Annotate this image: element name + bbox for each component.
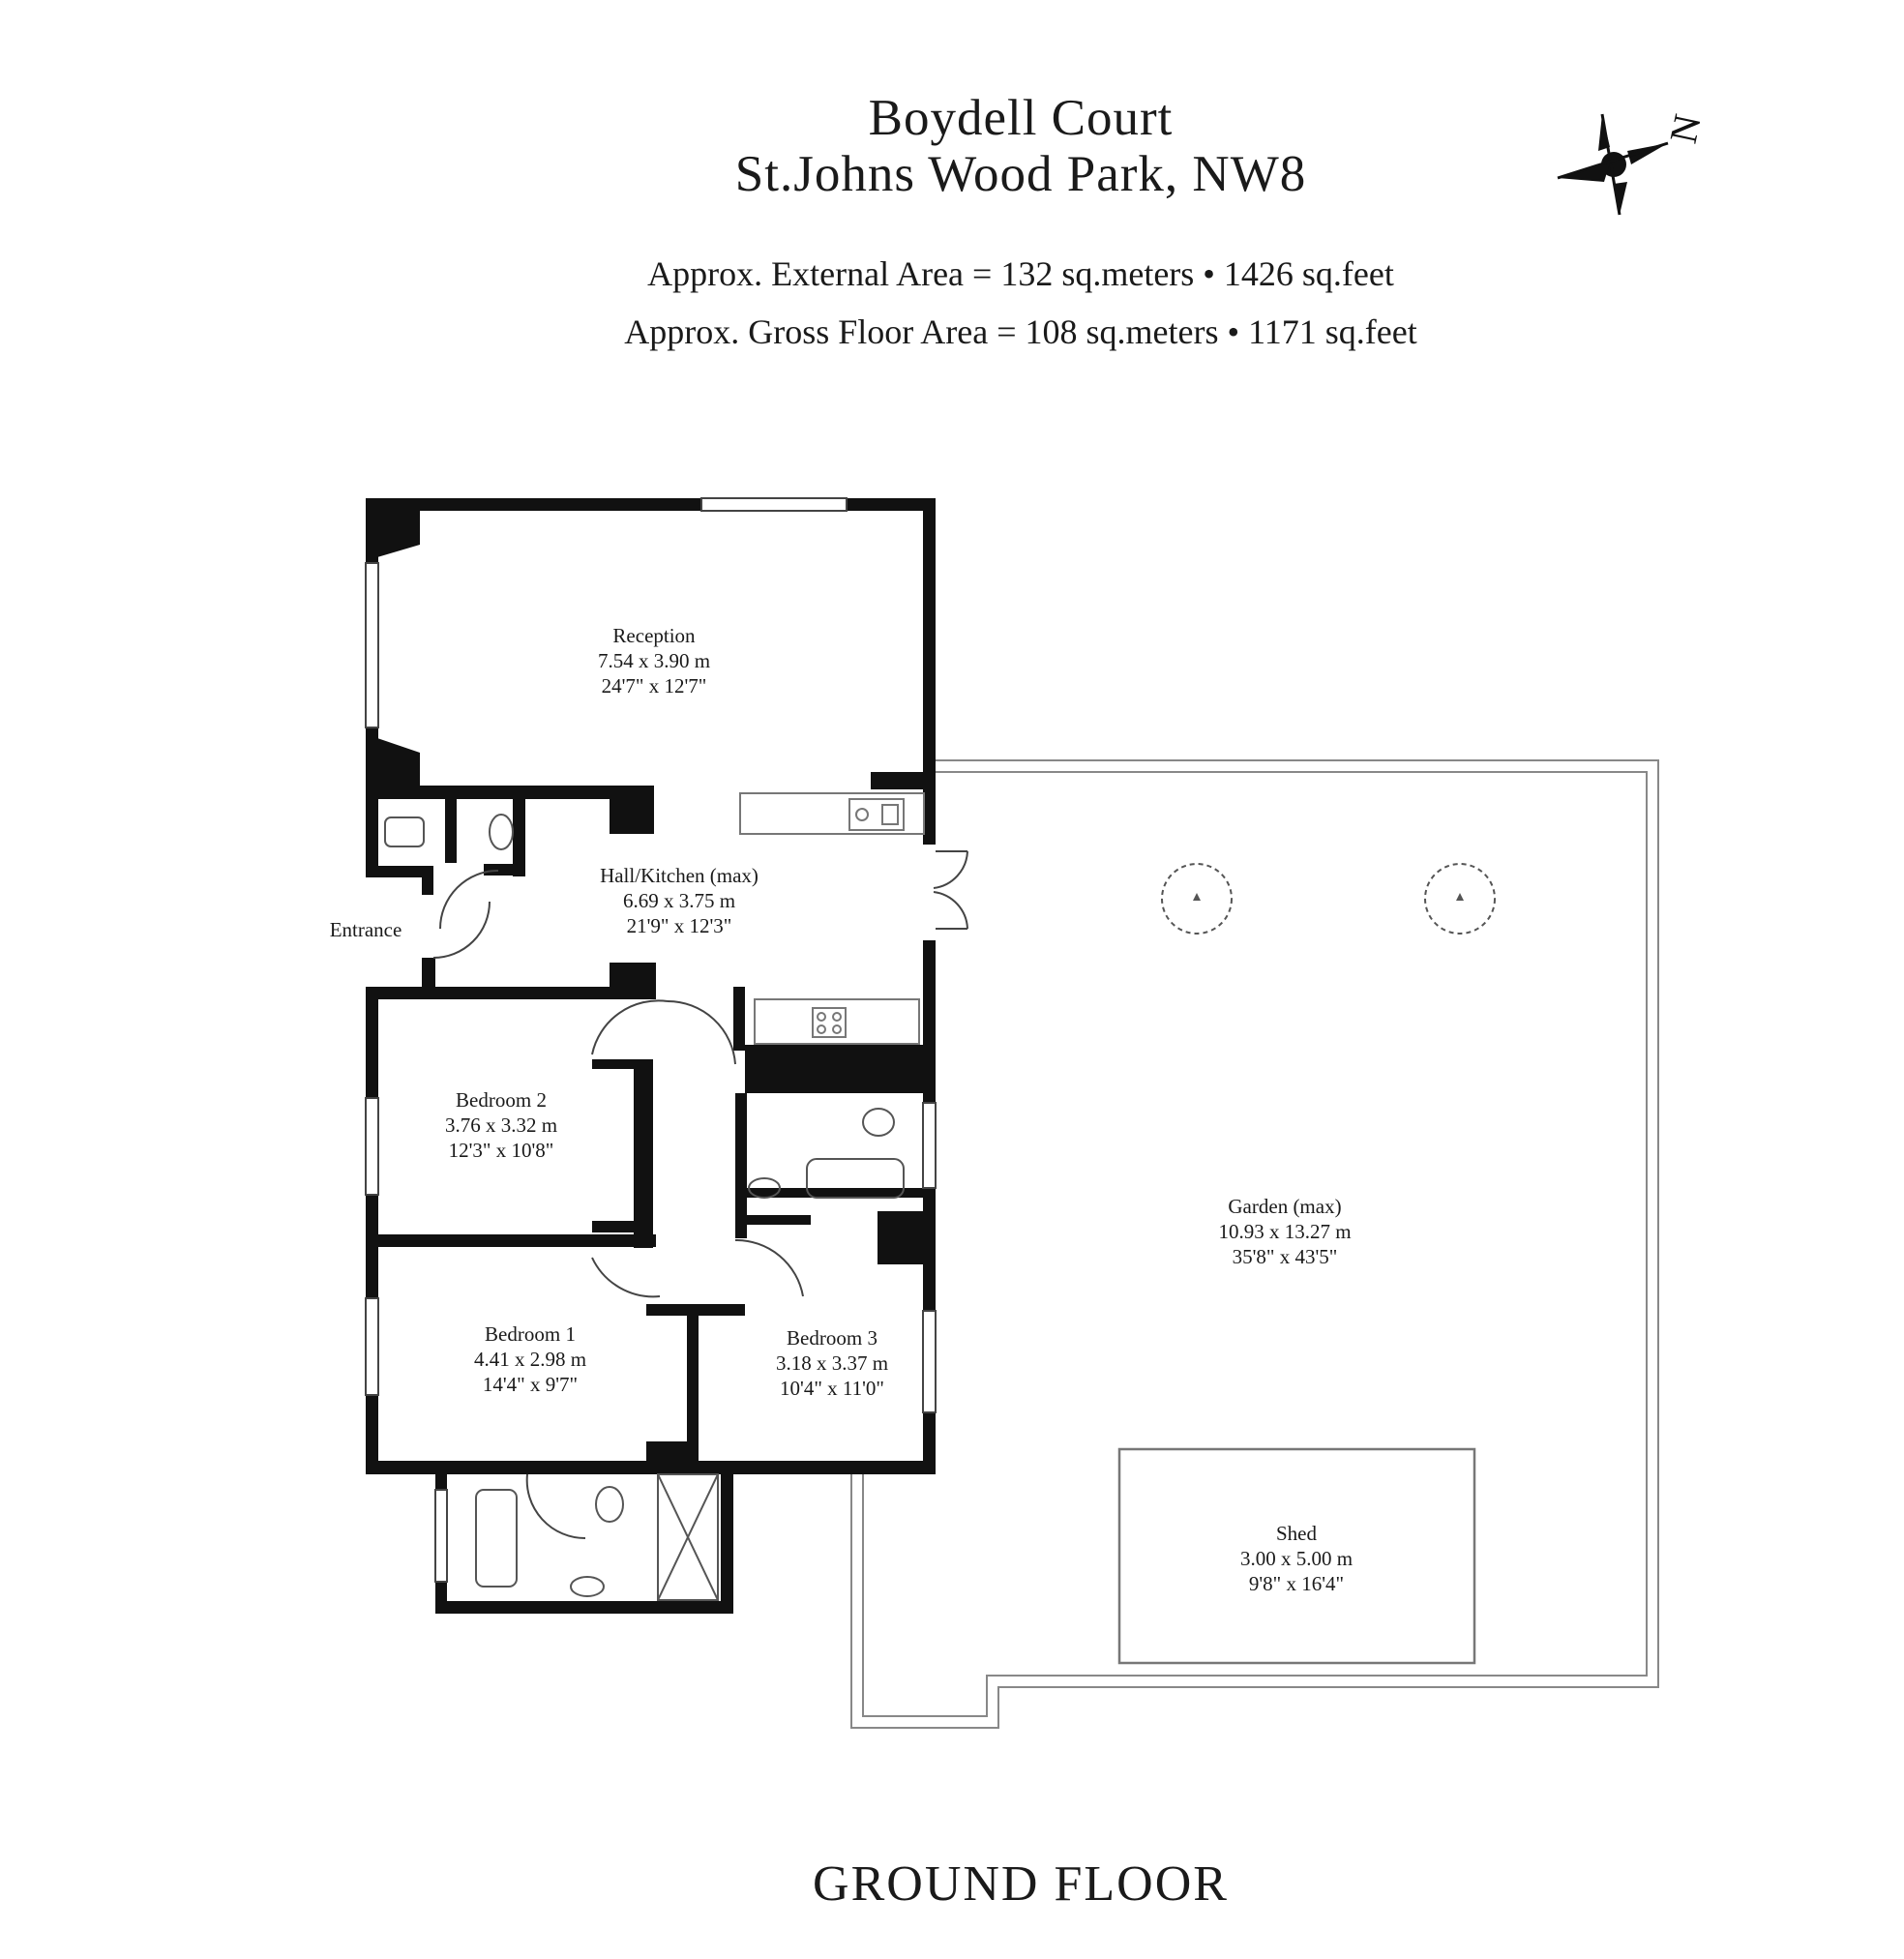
compass-north-letter: N xyxy=(1661,110,1710,147)
svg-text:10.93 x 13.27 m: 10.93 x 13.27 m xyxy=(1218,1220,1351,1243)
svg-text:6.69 x 3.75 m: 6.69 x 3.75 m xyxy=(623,889,735,912)
floor-label: GROUND FLOOR xyxy=(813,1856,1229,1912)
room-label-garden: Garden (max) 10.93 x 13.27 m 35'8" x 43'… xyxy=(1218,1195,1351,1268)
svg-text:Garden (max): Garden (max) xyxy=(1228,1195,1341,1218)
svg-text:Hall/Kitchen (max): Hall/Kitchen (max) xyxy=(600,864,759,887)
title-line-2: St.Johns Wood Park, NW8 xyxy=(734,146,1307,202)
svg-text:3.76 x 3.32 m: 3.76 x 3.32 m xyxy=(445,1113,557,1137)
svg-text:Reception: Reception xyxy=(612,624,696,647)
svg-text:12'3" x 10'8": 12'3" x 10'8" xyxy=(449,1139,554,1162)
shed-outline xyxy=(1117,1447,1476,1665)
tree-icon xyxy=(1161,863,1496,935)
room-label-hall-kitchen: Hall/Kitchen (max) 6.69 x 3.75 m 21'9" x… xyxy=(600,864,759,937)
svg-text:9'8" x 16'4": 9'8" x 16'4" xyxy=(1249,1572,1344,1595)
door-swings xyxy=(432,850,968,1540)
svg-text:Bedroom 2: Bedroom 2 xyxy=(456,1088,547,1112)
sanitaryware xyxy=(384,814,905,1601)
svg-text:4.41 x 2.98 m: 4.41 x 2.98 m xyxy=(474,1348,586,1371)
title-line-1: Boydell Court xyxy=(868,90,1174,146)
garden-outline xyxy=(850,759,1659,1729)
room-label-bedroom2: Bedroom 2 3.76 x 3.32 m 12'3" x 10'8" xyxy=(445,1088,557,1162)
svg-text:14'4" x 9'7": 14'4" x 9'7" xyxy=(483,1373,578,1396)
room-label-bedroom3: Bedroom 3 3.18 x 3.37 m 10'4" x 11'0" xyxy=(776,1326,888,1400)
svg-text:24'7" x 12'7": 24'7" x 12'7" xyxy=(602,674,707,698)
gross-area-text: Approx. Gross Floor Area = 108 sq.meters… xyxy=(624,312,1417,351)
svg-text:35'8" x 43'5": 35'8" x 43'5" xyxy=(1233,1245,1338,1268)
svg-text:3.18 x 3.37 m: 3.18 x 3.37 m xyxy=(776,1351,888,1375)
svg-text:Bedroom 3: Bedroom 3 xyxy=(787,1326,878,1350)
compass-icon: N xyxy=(1557,110,1710,216)
svg-text:21'9" x 12'3": 21'9" x 12'3" xyxy=(627,914,732,937)
svg-text:Shed: Shed xyxy=(1276,1522,1318,1545)
svg-text:Bedroom 1: Bedroom 1 xyxy=(485,1322,576,1346)
svg-text:3.00 x 5.00 m: 3.00 x 5.00 m xyxy=(1240,1547,1353,1570)
svg-text:7.54 x 3.90 m: 7.54 x 3.90 m xyxy=(598,649,710,672)
room-label-reception: Reception 7.54 x 3.90 m 24'7" x 12'7" xyxy=(598,624,710,698)
svg-text:10'4" x 11'0": 10'4" x 11'0" xyxy=(780,1377,884,1400)
external-area-text: Approx. External Area = 132 sq.meters • … xyxy=(647,254,1394,293)
entrance-label: Entrance xyxy=(330,918,402,941)
kitchen-counter xyxy=(739,792,925,1045)
room-label-bedroom1: Bedroom 1 4.41 x 2.98 m 14'4" x 9'7" xyxy=(474,1322,586,1396)
windows xyxy=(365,497,937,1583)
room-label-shed: Shed 3.00 x 5.00 m 9'8" x 16'4" xyxy=(1240,1522,1353,1595)
